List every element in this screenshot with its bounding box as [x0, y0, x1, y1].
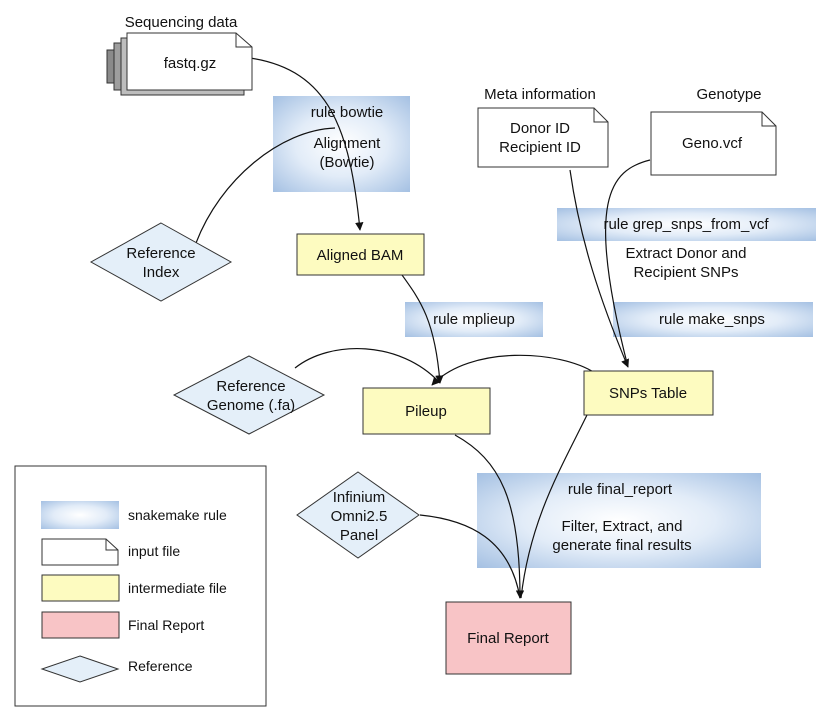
infinium-label-1: Infinium: [333, 489, 386, 506]
donor-recipient-file-icon: [477, 107, 609, 168]
edge-infinium-to-final: [419, 514, 521, 599]
geno-vcf-file-icon: [650, 111, 777, 176]
rule-final-report-label: rule final_report: [568, 481, 673, 498]
infinium-panel-diamond: [296, 471, 420, 559]
final-report-label: Final Report: [467, 630, 550, 647]
rule-final-report-box: [477, 473, 761, 568]
legend-final-swatch: [41, 611, 120, 639]
pileup-box: [362, 387, 491, 435]
aligned-bam-box: [296, 233, 425, 276]
rule-bowtie-label: rule bowtie: [311, 104, 384, 121]
legend-input-swatch: [41, 538, 119, 566]
fastq-file-stack: [106, 32, 253, 96]
rule-bowtie-desc-1: Alignment: [314, 135, 382, 152]
edge-meta-to-snps: [569, 169, 629, 368]
legend-intermediate-swatch: [41, 574, 120, 602]
legend-reference-swatch: [40, 655, 120, 683]
rule-final-desc-2: generate final results: [552, 537, 691, 554]
edge-snps-to-pileup: [431, 354, 596, 386]
reference-index-diamond: [89, 222, 233, 302]
edge-geno-to-snps: [604, 159, 651, 368]
rule-make-snps-label: rule make_snps: [659, 311, 765, 328]
rule-make-snps-box: [613, 302, 813, 337]
genotype-label: Genotype: [696, 86, 761, 103]
infinium-label-3: Panel: [340, 527, 378, 544]
donor-id-label: Donor ID: [510, 120, 570, 137]
reference-index-label-1: Reference: [126, 245, 195, 262]
fastq-file-label: fastq.gz: [164, 55, 217, 72]
edge-fastq-to-bam: [249, 57, 364, 231]
edge-genome-to-pileup: [294, 348, 441, 384]
reference-index-label-2: Index: [143, 264, 180, 281]
final-report-box: [445, 601, 572, 675]
sequencing-data-label: Sequencing data: [125, 14, 238, 31]
fastq-file-icon: [126, 32, 253, 91]
legend-final-label: Final Report: [128, 617, 204, 633]
legend-rule-label: snakemake rule: [128, 507, 227, 523]
reference-genome-label-2: Genome (.fa): [207, 397, 295, 414]
legend-rule-swatch: [41, 501, 119, 529]
legend-input-label: input file: [128, 543, 180, 559]
recipient-id-label: Recipient ID: [499, 139, 581, 156]
reference-genome-diamond: [172, 355, 326, 435]
rule-final-desc-1: Filter, Extract, and: [562, 518, 683, 535]
rule-grep-snps-label: rule grep_snps_from_vcf: [603, 216, 769, 233]
geno-vcf-label: Geno.vcf: [682, 135, 743, 152]
snps-table-label: SNPs Table: [609, 385, 687, 402]
legend-reference-label: Reference: [128, 658, 193, 674]
edge-index-to-bowtie: [195, 127, 336, 244]
infinium-label-2: Omni2.5: [331, 508, 388, 525]
rule-grep-desc-2: Recipient SNPs: [633, 264, 738, 281]
legend-intermediate-label: intermediate file: [128, 580, 227, 596]
snps-table-box: [583, 370, 714, 416]
edge-pileup-to-final: [454, 434, 525, 599]
edge-bam-to-pileup: [401, 274, 444, 384]
rule-bowtie-box: [273, 96, 410, 192]
meta-information-label: Meta information: [484, 86, 596, 103]
legend: snakemake rule input file intermediate f…: [14, 465, 267, 707]
rule-mplieup-label: rule mplieup: [433, 311, 515, 328]
pileup-label: Pileup: [405, 403, 447, 420]
reference-genome-label-1: Reference: [216, 378, 285, 395]
aligned-bam-label: Aligned BAM: [317, 247, 404, 264]
rule-grep-desc-1: Extract Donor and: [626, 245, 747, 262]
edge-snps-to-final: [520, 414, 588, 599]
rule-bowtie-desc-2: (Bowtie): [319, 154, 374, 171]
rule-grep-snps-box: [557, 208, 816, 241]
